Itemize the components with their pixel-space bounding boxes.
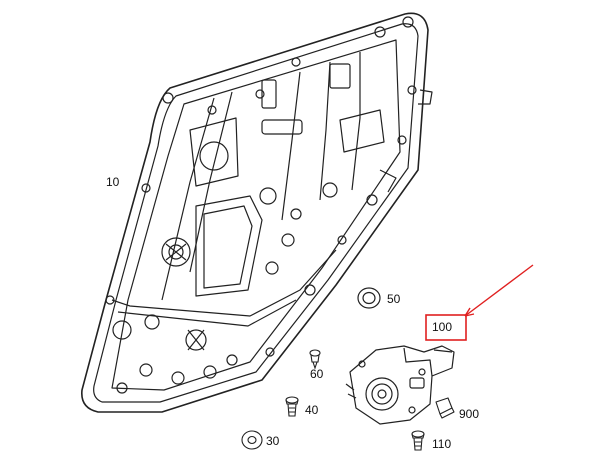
washer-part [241, 430, 263, 450]
highlight-arrow [464, 264, 534, 317]
callout-50: 50 [387, 292, 401, 306]
window-motor-part [345, 345, 455, 425]
clip-part [309, 349, 321, 370]
callout-900: 900 [459, 407, 479, 421]
grommet-part [357, 287, 381, 309]
callout-10: 10 [106, 175, 120, 189]
callout-60: 60 [310, 367, 324, 381]
highlight-callout [425, 264, 534, 341]
callout-100: 100 [432, 320, 452, 334]
callout-30: 30 [266, 434, 280, 448]
bolt-part [285, 396, 299, 417]
screw-part [411, 430, 425, 451]
connector-part [435, 397, 455, 419]
callout-40: 40 [305, 403, 319, 417]
door-carrier-panel [81, 12, 433, 413]
callout-110: 110 [432, 437, 451, 451]
highlight-box [425, 314, 467, 341]
